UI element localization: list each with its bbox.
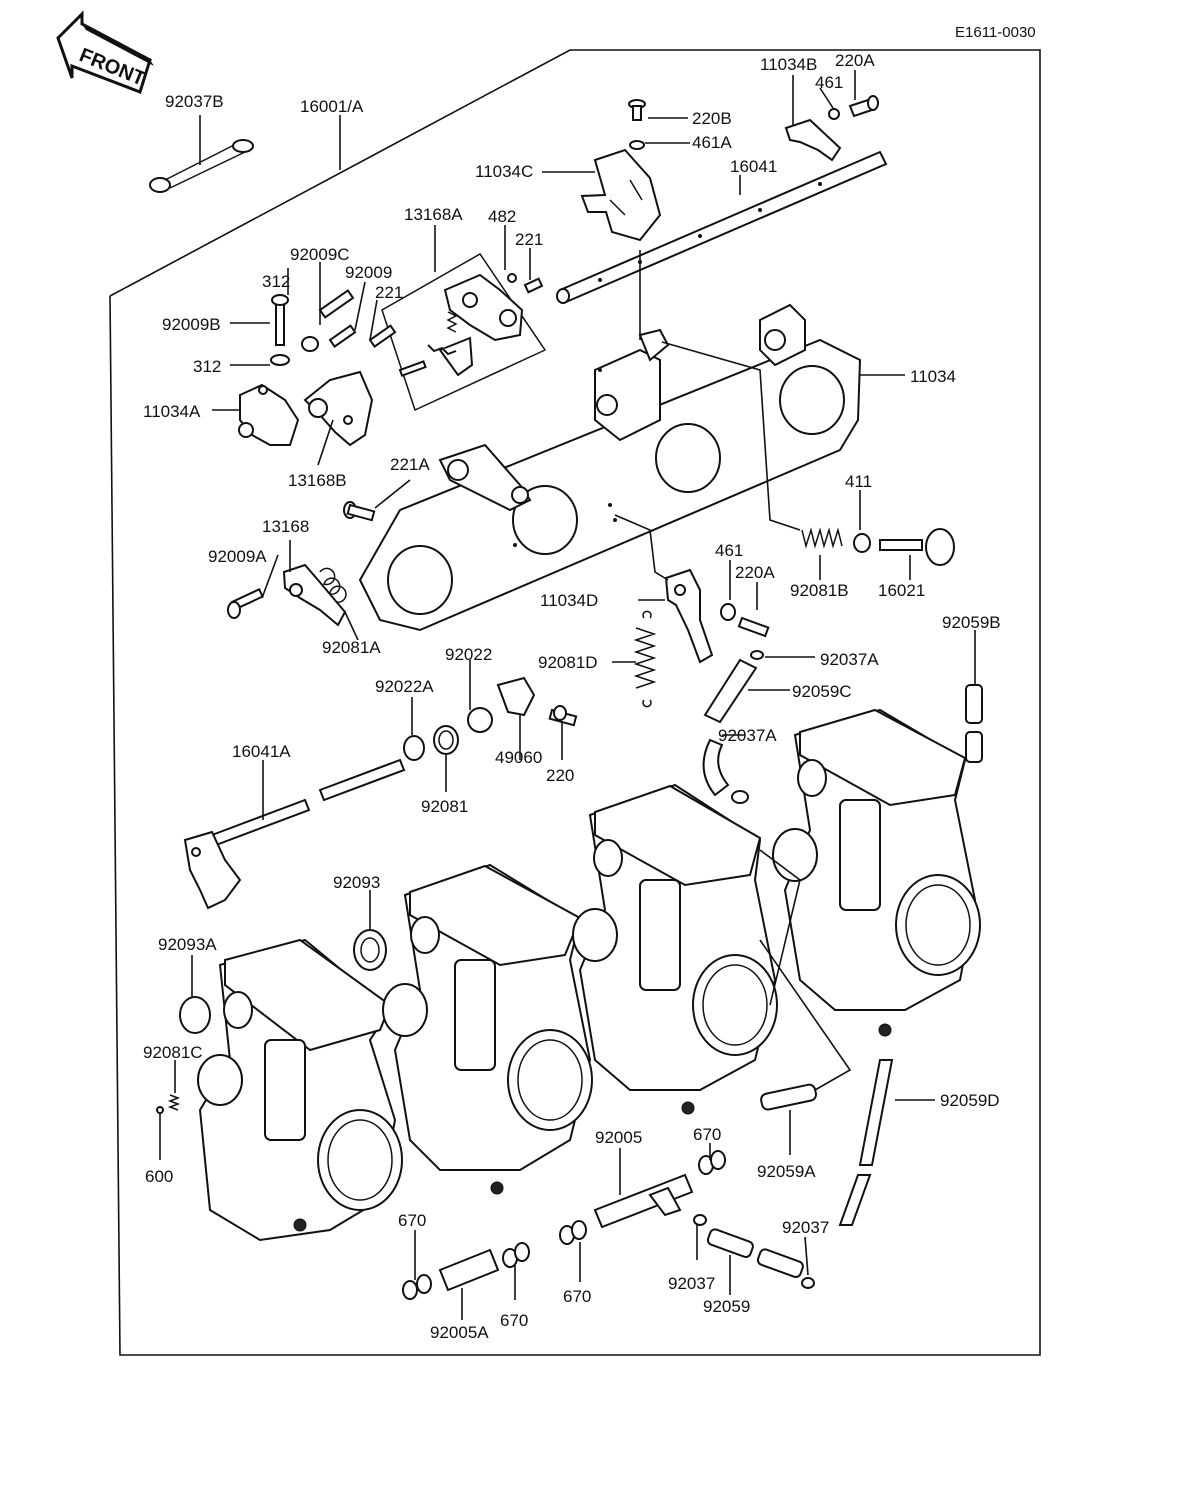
- label-13168: 13168: [262, 517, 309, 536]
- label-92005: 92005: [595, 1128, 642, 1147]
- part-11034B-bracket-icon: [784, 95, 879, 162]
- label-220A-mid: 220A: [735, 563, 775, 582]
- part-92059-hose-icon: [693, 1214, 815, 1289]
- label-92081B: 92081B: [790, 581, 849, 600]
- label-11034D: 11034D: [540, 591, 598, 610]
- label-92037A-b: 92037A: [718, 726, 777, 745]
- part-92005-fitting-icon: [559, 1150, 726, 1245]
- label-670-d: 670: [500, 1311, 528, 1330]
- label-49060: 49060: [495, 748, 542, 767]
- label-92059A: 92059A: [757, 1162, 816, 1181]
- part-11034-main-bracket-icon: [358, 303, 862, 632]
- front-arrow-icon: FRONT: [56, 10, 154, 94]
- label-92009C: 92009C: [290, 245, 350, 264]
- label-92081D: 92081D: [538, 653, 598, 672]
- reference-code: E1611-0030: [955, 24, 1036, 41]
- carburetor-3-icon: [572, 783, 778, 1115]
- label-92037A-a: 92037A: [820, 650, 879, 669]
- label-670-a: 670: [693, 1125, 721, 1144]
- label-16041: 16041: [730, 157, 777, 176]
- part-labels: 92037B 16001/A 11034B 220A 461 220B 461A…: [143, 51, 1001, 1342]
- label-92005A: 92005A: [430, 1323, 489, 1342]
- label-92081A: 92081A: [322, 638, 381, 657]
- label-92093A: 92093A: [158, 935, 217, 954]
- part-16041-shaft-icon: [556, 150, 888, 304]
- label-11034C: 11034C: [475, 162, 533, 181]
- label-16041A: 16041A: [232, 742, 291, 761]
- label-312-b: 312: [193, 357, 221, 376]
- label-13168B: 13168B: [288, 471, 347, 490]
- part-92059B-hose-icon: [965, 684, 983, 763]
- label-482: 482: [488, 207, 516, 226]
- part-13168-lever-icon: [227, 563, 347, 627]
- label-11034: 11034: [910, 367, 956, 386]
- part-92037B-icon: [149, 139, 254, 193]
- part-13168A-lever-group-icon: [381, 253, 547, 412]
- label-600: 600: [145, 1167, 173, 1186]
- part-needle-jet-set-icon: [403, 676, 578, 761]
- label-92009B: 92009B: [162, 315, 221, 334]
- part-92059D-hose-icon: [838, 1059, 894, 1226]
- part-11034C-bracket-icon: [580, 148, 662, 242]
- label-461A: 461A: [692, 133, 732, 152]
- label-11034A: 11034A: [143, 402, 201, 421]
- label-670-b: 670: [398, 1211, 426, 1230]
- label-221A: 221A: [390, 455, 430, 474]
- label-16021: 16021: [878, 581, 925, 600]
- label-92037-a: 92037: [782, 1218, 829, 1237]
- label-220A-top: 220A: [835, 51, 875, 70]
- label-92037-b: 92037: [668, 1274, 715, 1293]
- part-92009-screws-icon: [270, 289, 397, 366]
- label-221-a: 221: [515, 230, 543, 249]
- label-92009: 92009: [345, 263, 392, 282]
- label-16001A: 16001/A: [300, 97, 364, 116]
- carburetor-4-icon: [772, 708, 981, 1037]
- label-92059C: 92059C: [792, 682, 852, 701]
- carburetor-2-icon: [382, 863, 593, 1195]
- leader-lines: [159, 70, 976, 1320]
- label-92081: 92081: [421, 797, 468, 816]
- label-461-mid: 461: [715, 541, 743, 560]
- part-16021-idle-screw-icon: [801, 527, 955, 566]
- label-92009A: 92009A: [208, 547, 267, 566]
- label-411: 411: [845, 472, 872, 491]
- label-220: 220: [546, 766, 574, 785]
- part-13168B-lever-icon: [303, 370, 374, 447]
- label-92022A: 92022A: [375, 677, 434, 696]
- assembly-border: [109, 49, 1041, 1356]
- label-11034B: 11034B: [760, 55, 817, 74]
- label-92059: 92059: [703, 1297, 750, 1316]
- carburetor-1-icon: [197, 938, 403, 1242]
- label-221-b: 221: [375, 283, 403, 302]
- part-92059C-hose-icon: [702, 650, 764, 804]
- label-461-top: 461: [815, 73, 843, 92]
- part-92005A-fitting-icon: [402, 1242, 530, 1300]
- label-670-c: 670: [563, 1287, 591, 1306]
- part-11034D-bracket-icon: [633, 568, 770, 708]
- part-11034A-bracket-icon: [238, 383, 300, 446]
- label-220B: 220B: [692, 109, 732, 128]
- part-16041A-shaft-icon: [183, 758, 406, 910]
- part-221A-screw-icon: [343, 501, 376, 522]
- label-13168A: 13168A: [404, 205, 463, 224]
- label-312-a: 312: [262, 272, 290, 291]
- part-220B-screw-icon: [628, 99, 646, 150]
- label-92037B: 92037B: [165, 92, 224, 111]
- label-92093: 92093: [333, 873, 380, 892]
- label-92059D: 92059D: [940, 1091, 1000, 1110]
- label-92059B: 92059B: [942, 613, 1001, 632]
- part-92059A-hose-icon: [760, 1083, 818, 1111]
- label-92081C: 92081C: [143, 1043, 203, 1062]
- label-92022: 92022: [445, 645, 492, 664]
